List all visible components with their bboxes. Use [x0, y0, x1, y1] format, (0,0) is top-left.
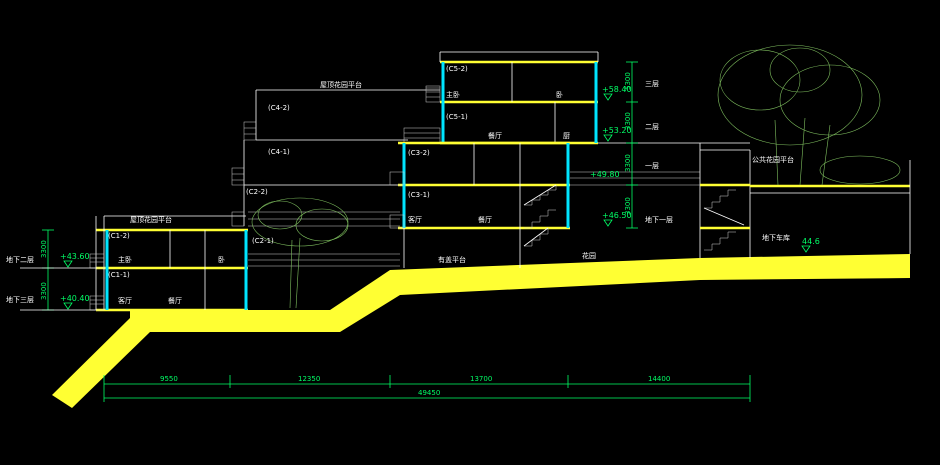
garage [750, 160, 911, 254]
room-dining-c1: 餐厅 [168, 296, 182, 305]
elev-garage: 44.6 [802, 237, 820, 246]
dimension-bottom [103, 375, 751, 402]
unit-c1-1: (C1-1) [108, 271, 130, 279]
dim-seg4: 14400 [648, 375, 670, 383]
dim-left-h2: 3300 [40, 282, 48, 300]
stair-core [699, 142, 751, 258]
room-dining-c3: 餐厅 [478, 215, 492, 224]
elev-4980: +49.80 [590, 170, 620, 179]
label-garden: 花园 [582, 251, 596, 260]
dim-seg3: 13700 [470, 375, 492, 383]
label-roof-garden-top: 屋顶花园平台 [320, 80, 362, 89]
elev-5840: +58.40 [602, 85, 632, 94]
building-c4 [231, 85, 441, 227]
label-basement-2: 地下二层 [6, 255, 34, 264]
room-bed-c5: 卧 [556, 91, 563, 99]
building-c3 [389, 141, 570, 270]
unit-c1-2: (C1-2) [108, 232, 130, 240]
label-basement-1: 地下一层 [645, 215, 673, 224]
label-basement-3: 地下三层 [6, 295, 34, 304]
dim-floor-h4: 3300 [624, 197, 632, 215]
building-c1 [89, 215, 248, 312]
label-roof-garden-left: 屋顶花园平台 [130, 215, 172, 224]
elev-4360: +43.60 [60, 252, 90, 261]
elev-4650: +46.50 [602, 211, 632, 220]
dim-floor-h2: 3300 [624, 112, 632, 130]
unit-c3-2: (C3-2) [408, 149, 430, 157]
label-floor-3: 三层 [645, 80, 659, 88]
label-public-garden: 公共花园平台 [752, 155, 794, 164]
tree-right [717, 44, 901, 186]
unit-c3-1: (C3-1) [408, 191, 430, 199]
dim-seg2: 12350 [298, 375, 320, 383]
room-master-bed-c5: 主卧 [446, 90, 460, 99]
tree-left [251, 197, 349, 309]
dim-left-h1: 3300 [40, 240, 48, 258]
dimension-right [626, 61, 638, 229]
room-living-c3: 客厅 [408, 215, 422, 224]
unit-c2-2: (C2-2) [246, 188, 268, 196]
elev-5320: +53.20 [602, 126, 632, 135]
dim-seg1: 9550 [160, 375, 178, 383]
unit-c2-1: (C2-1) [252, 237, 274, 245]
elev-4040: +40.40 [60, 294, 90, 303]
unit-c5-1: (C5-1) [446, 113, 468, 121]
building-c5 [403, 51, 599, 145]
ground-mass [52, 254, 910, 408]
dim-floor-h3: 3300 [624, 154, 632, 172]
room-bed-c1: 卧 [218, 256, 225, 264]
label-underground-garage: 地下车库 [762, 233, 790, 242]
room-living-c1: 客厅 [118, 296, 132, 305]
unit-c4-2: (C4-2) [268, 104, 290, 112]
label-floor-2: 二层 [645, 123, 659, 131]
dim-floor-h1: 5300 [624, 72, 632, 90]
label-covered-platform: 有盖平台 [438, 255, 466, 264]
dim-total: 49450 [418, 389, 440, 397]
elevation-markers [63, 93, 811, 310]
label-floor-1: 一层 [645, 162, 659, 170]
unit-c4-1: (C4-1) [268, 148, 290, 156]
unit-c5-2: (C5-2) [446, 65, 468, 73]
dimension-left [20, 229, 96, 311]
terrace-rail-left [248, 211, 400, 267]
room-dining-c5: 餐厅 [488, 131, 502, 140]
room-kitchen-c5: 厨 [563, 132, 570, 140]
room-master-bed-c1: 主卧 [118, 255, 132, 264]
